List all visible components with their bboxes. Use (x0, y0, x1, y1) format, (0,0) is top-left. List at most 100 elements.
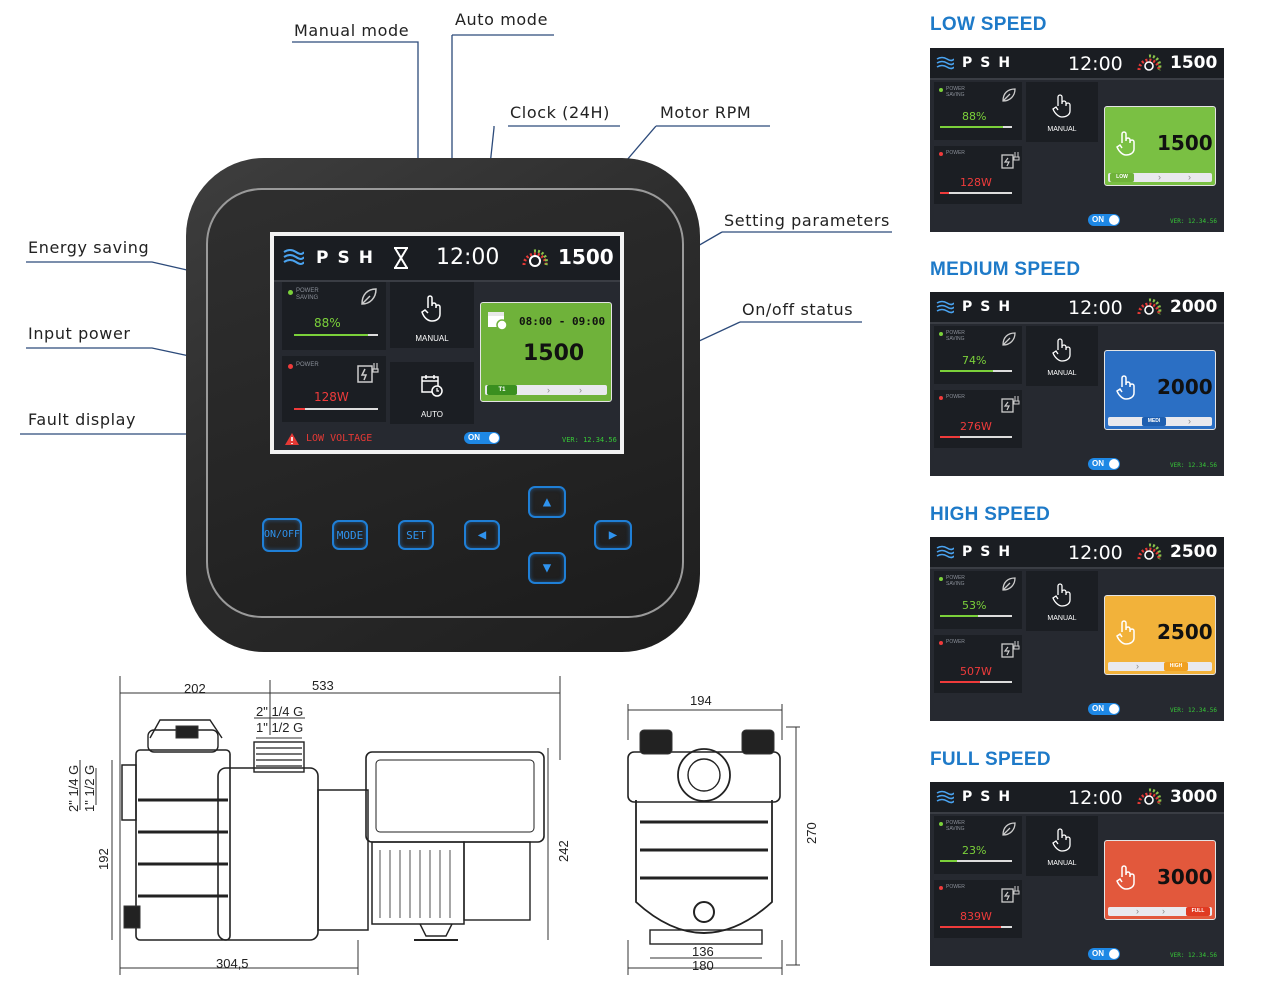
on-off-key-label: ON/OFF (263, 529, 301, 540)
manual-mode-label: MANUAL (1047, 615, 1077, 622)
leaf-plug-icon (1002, 88, 1016, 102)
speed-card[interactable]: 1500 LOW › › (1104, 106, 1216, 186)
on-off-toggle[interactable]: ON (1088, 458, 1120, 470)
speed-title: LOW SPEED (930, 14, 1047, 35)
up-arrow-icon: ▲ (542, 494, 552, 510)
power-tile: POWER 128W (282, 356, 386, 422)
dim-front-width: 194 (690, 693, 712, 708)
on-off-knob (489, 433, 499, 443)
power-dot (939, 396, 943, 400)
callout-auto-mode: Auto mode (455, 10, 549, 29)
brand-name: PSH (962, 299, 1019, 315)
speed-screen: PSH 12:00 3000 POWER SAVING 23% (930, 782, 1224, 966)
power-label: POWER (946, 884, 965, 890)
power-saving-bar-fill (940, 126, 1004, 128)
schedule-step-bar: T1 › › (485, 385, 607, 395)
power-tile: POWER 839W (934, 880, 1022, 938)
dim-side-total-height: 242 (556, 840, 571, 862)
on-off-key[interactable]: ON/OFF (262, 518, 302, 552)
dim-side-outlet-thread-a: 2" 1/4 G (256, 704, 304, 719)
set-key[interactable]: SET (398, 520, 434, 550)
power-meter-icon (1001, 152, 1020, 169)
callout-manual-mode: Manual mode (294, 21, 410, 40)
speed-card-value: 2500 (1157, 620, 1213, 644)
on-off-toggle[interactable]: ON (1088, 948, 1120, 960)
hand-pointer-icon (1116, 620, 1135, 645)
manual-mode-tile[interactable]: MANUAL (1026, 82, 1098, 142)
dim-front-base-outer: 180 (692, 958, 714, 973)
speed-rpm: 1500 (1170, 53, 1218, 73)
speed-card[interactable]: 2500 HIGH › (1104, 595, 1216, 675)
power-meter-icon (1001, 641, 1020, 658)
power-bar (294, 408, 378, 410)
leaf-plug-icon (1002, 822, 1016, 836)
power-saving-dot (939, 88, 943, 92)
speed-rpm: 2000 (1170, 297, 1218, 317)
wave-logo-icon (283, 249, 304, 265)
power-dot (939, 641, 943, 645)
speed-card[interactable]: 3000 FULL › › (1104, 840, 1216, 920)
brand-name: PSH (962, 544, 1019, 560)
speed-title: FULL SPEED (930, 749, 1051, 770)
calendar-clock-icon (421, 375, 443, 397)
on-off-toggle[interactable]: ON (464, 432, 500, 444)
callout-energy-saving: Energy saving (28, 238, 150, 257)
auto-mode-tile[interactable]: AUTO (390, 362, 474, 424)
power-saving-value: 88% (962, 110, 987, 123)
power-saving-value: 23% (962, 844, 987, 857)
chevron-right-icon: › (1136, 661, 1139, 671)
up-key[interactable]: ▲ (528, 486, 566, 518)
power-saving-value: 88% (314, 316, 341, 330)
manual-mode-tile[interactable]: MANUAL (1026, 816, 1098, 876)
power-bar-fill (940, 192, 950, 194)
auto-mode-label: AUTO (420, 410, 444, 419)
fault-text: LOW VOLTAGE (306, 433, 373, 444)
hand-pointer-icon (421, 295, 441, 322)
dim-side-inlet-thread-b: 1" 1/2 G (82, 764, 97, 812)
down-key[interactable]: ▼ (528, 552, 566, 584)
power-dot (939, 152, 943, 156)
on-off-knob (1109, 215, 1119, 225)
speed-rpm: 2500 (1170, 542, 1218, 562)
manual-mode-label: MANUAL (415, 334, 449, 343)
speed-card[interactable]: 2000 MEDI › (1104, 350, 1216, 430)
callout-clock: Clock (24H) (510, 103, 611, 122)
left-key[interactable]: ◀ (464, 520, 500, 550)
mode-key[interactable]: MODE (332, 520, 368, 550)
power-meter-icon (1001, 886, 1020, 903)
hand-pointer-icon (1116, 131, 1135, 156)
chevron-right-icon: › (1188, 172, 1191, 182)
power-dot (939, 886, 943, 890)
speed-step-bar: MEDI › (1108, 416, 1212, 426)
power-meter-icon (357, 363, 379, 383)
speed-screen: PSH 12:00 2500 POWER SAVING 53% (930, 537, 1224, 721)
manual-mode-tile[interactable]: MANUAL (1026, 326, 1098, 386)
manual-mode-tile[interactable]: MANUAL (390, 282, 474, 348)
schedule-card[interactable]: 08:00 - 09:00 1500 T1 › › (480, 302, 612, 402)
dim-side-total-length: 533 (312, 678, 334, 693)
power-saving-bar-fill (940, 615, 979, 617)
manual-mode-tile[interactable]: MANUAL (1026, 571, 1098, 631)
speed-topbar (930, 782, 1224, 814)
manual-mode-label: MANUAL (1047, 860, 1077, 867)
power-bar (940, 681, 1012, 683)
chevron-right-icon: › (1158, 172, 1161, 182)
power-saving-dot (939, 332, 943, 336)
power-saving-bar (940, 370, 1012, 372)
on-off-toggle[interactable]: ON (1088, 703, 1120, 715)
schedule-time: 08:00 - 09:00 (519, 315, 606, 328)
version-text: VER: 12.34.56 (1170, 218, 1217, 225)
schedule-rpm: 1500 (523, 341, 585, 366)
power-bar-fill (940, 436, 961, 438)
power-saving-bar (940, 860, 1012, 862)
callout-on-off-status: On/off status (742, 300, 854, 319)
right-key[interactable]: ▶ (594, 520, 632, 550)
speed-tag: MEDI (1142, 417, 1166, 426)
brand-name: PSH (316, 248, 382, 268)
on-off-toggle[interactable]: ON (1088, 214, 1120, 226)
power-tile: POWER 128W (934, 146, 1022, 204)
on-off-text: ON (1092, 949, 1104, 958)
chevron-right-icon: › (1162, 906, 1165, 916)
power-bar (940, 926, 1012, 928)
power-saving-bar-fill (294, 334, 368, 336)
